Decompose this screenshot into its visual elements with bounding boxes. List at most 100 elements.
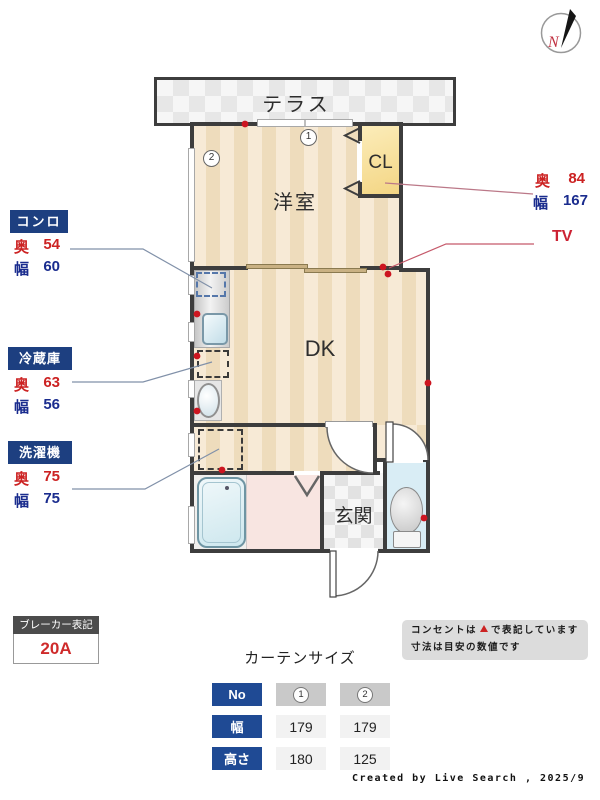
washbasin-bowl <box>197 383 220 418</box>
wall-entrance-toilet <box>383 460 387 553</box>
note-line-2: 寸法は目安の数値です <box>411 641 522 653</box>
width-value: 75 <box>43 490 60 507</box>
closet-width: 幅 167 <box>533 192 588 213</box>
stove-width: 幅 60 <box>14 258 60 279</box>
terrace-floor <box>154 77 456 126</box>
leader-fridge <box>72 361 213 383</box>
curtain-width-1: 179 <box>276 715 326 738</box>
washer-depth: 奥 75 <box>14 468 60 489</box>
doorway-bathroom <box>294 471 320 475</box>
note-line1-pre: コンセントは <box>411 625 478 636</box>
outlet-icon <box>420 514 428 522</box>
bathroom-floor <box>246 473 322 551</box>
bathtub <box>197 477 246 548</box>
outlet-icon <box>424 379 432 387</box>
curtain-height-2: 125 <box>340 747 390 770</box>
dk-floor <box>192 268 428 425</box>
curtain-height-1: 180 <box>276 747 326 770</box>
wall-bottom <box>190 549 430 553</box>
kitchen-sink <box>202 313 228 345</box>
credit-line: Created by Live Search , 2025/9 <box>352 773 586 784</box>
curtain-header-no: No <box>212 683 262 706</box>
stove-dashed-box <box>196 272 226 297</box>
closet-chevron-icon <box>342 127 361 144</box>
fridge-badge: 冷蔵庫 <box>8 347 72 370</box>
width-label: 幅 <box>14 493 30 510</box>
note-line1-post: で表記しています <box>491 625 579 636</box>
outlet-icon <box>193 310 201 318</box>
tv-label: TV <box>552 228 573 245</box>
fridge-dashed-box <box>197 350 229 378</box>
curtain-col-1: 1 <box>276 683 326 706</box>
compass-north-label: N <box>548 34 559 51</box>
leader-washer <box>72 448 220 490</box>
note-line-1: コンセントは で表記しています <box>411 623 579 640</box>
outlet-icon <box>193 352 201 360</box>
depth-label: 奥 <box>14 377 30 394</box>
toilet-tank <box>393 531 421 548</box>
window-marker-1-number: 1 <box>305 131 312 142</box>
door-panel-entrance <box>329 550 337 598</box>
width-label: 幅 <box>14 399 30 416</box>
door-swing-toilet <box>392 424 428 460</box>
door-swing-entrance <box>333 551 378 596</box>
bathtub-drain <box>225 486 229 490</box>
window-left-c <box>188 380 195 398</box>
stove-badge: コンロ <box>10 210 68 233</box>
depth-value: 54 <box>43 236 60 253</box>
depth-label: 奥 <box>14 471 30 488</box>
breaker-box: ブレーカー表記 20A <box>13 616 99 664</box>
curtain-width-2: 179 <box>340 715 390 738</box>
outlet-icon <box>218 466 226 474</box>
wall-corridor-vertical <box>373 423 377 475</box>
outlet-legend-icon <box>480 625 489 632</box>
window-left-a <box>188 275 195 295</box>
leader-tv <box>388 243 534 269</box>
wall-lower-rooms <box>190 471 380 475</box>
door-arc-toilet <box>391 423 429 461</box>
outlet-icon <box>241 120 249 128</box>
wall-jog <box>399 268 430 272</box>
closet-label: CL <box>368 152 393 173</box>
curtain-table: No 1 2 幅 179 179 高さ 180 125 <box>212 683 390 770</box>
wall-right-lower <box>426 268 430 553</box>
width-value: 167 <box>562 192 588 209</box>
curtain-table-title: カーテンサイズ <box>244 650 356 667</box>
door-swing-dk <box>327 427 373 473</box>
leader-closet <box>384 182 534 195</box>
window-marker-1: 1 <box>300 129 317 146</box>
depth-value: 75 <box>43 468 60 485</box>
width-label: 幅 <box>533 195 549 212</box>
entrance-label: 玄関 <box>334 506 373 527</box>
wall-closet-bottom <box>358 194 403 198</box>
terrace-label: テラス <box>262 94 331 116</box>
window-left-large <box>188 148 195 262</box>
fridge-width: 幅 56 <box>14 396 60 417</box>
leader-stove <box>70 248 213 289</box>
outlet-icon <box>384 270 392 278</box>
bathtub-inner-rim <box>202 482 241 543</box>
wall-divider-left <box>190 266 248 270</box>
curtain-col1-number: 1 <box>293 686 309 703</box>
depth-value: 84 <box>568 170 585 187</box>
depth-value: 63 <box>43 374 60 391</box>
outlet-icon <box>379 263 387 271</box>
wall-corridor <box>190 423 377 427</box>
closet-chevron-icon <box>342 180 361 197</box>
western-room-label: 洋室 <box>273 192 317 214</box>
window-marker-2: 2 <box>203 150 220 167</box>
window-left-e <box>188 506 195 544</box>
compass-needle-icon <box>561 9 576 48</box>
curtain-row-height-label: 高さ <box>212 747 262 770</box>
curtain-col2-number: 2 <box>357 686 373 703</box>
note-box: コンセントは で表記しています 寸法は目安の数値です <box>402 620 588 660</box>
folding-door-v-icon <box>293 475 321 498</box>
entrance-floor <box>322 473 385 551</box>
breaker-value: 20A <box>40 638 72 658</box>
fridge-depth: 奥 63 <box>14 374 60 395</box>
sliding-door-panel-1 <box>246 264 308 269</box>
breaker-value-box: 20A <box>13 634 99 664</box>
washer-badge: 洗濯機 <box>8 441 72 464</box>
